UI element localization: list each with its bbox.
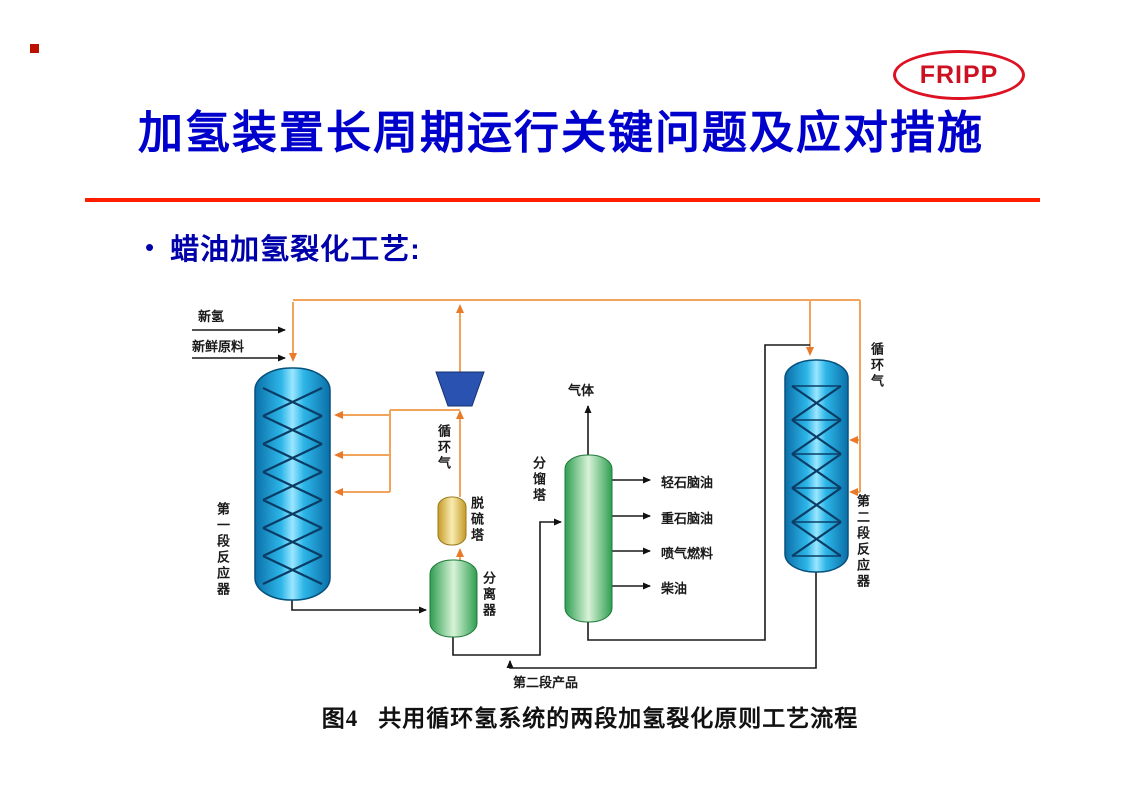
label-separator: 分离器	[481, 571, 496, 619]
corner-mark	[30, 44, 39, 53]
label-light-naphtha: 轻石脑油	[661, 475, 714, 490]
fractionator-vessel	[564, 454, 613, 623]
label-fractionator: 分馏塔	[531, 456, 546, 504]
pfd-canvas	[192, 299, 861, 669]
bullet-row: • 蜡油加氢裂化工艺:	[145, 226, 421, 268]
label-second-stage-product: 第二段产品	[513, 675, 579, 690]
label-diesel: 柴油	[661, 581, 688, 596]
process-flow-diagram: 新氢 新鲜原料 第一段反应器 循环气 脱硫塔 分离器 分馏塔 气体 轻石脑油 重…	[180, 288, 920, 698]
fripp-logo-text: FRIPP	[919, 60, 999, 89]
separator-vessel	[429, 559, 478, 638]
label-fresh-hydrogen: 新氢	[198, 309, 225, 324]
label-desulfurizer-tower: 脱硫塔	[469, 496, 484, 544]
title-divider-line	[85, 198, 1040, 202]
figure-caption: 图4 共用循环氢系统的两段加氢裂化原则工艺流程	[160, 699, 1020, 733]
label-recycle-gas-left: 循环气	[436, 424, 451, 472]
label-recycle-gas-right: 循环气	[869, 342, 884, 390]
slide-title: 加氢装置长周期运行关键问题及应对措施	[137, 107, 984, 158]
label-fresh-feed: 新鲜原料	[192, 339, 245, 354]
label-reactor-2: 第二段反应器	[855, 494, 870, 590]
bullet-text: 蜡油加氢裂化工艺:	[170, 234, 421, 266]
fripp-logo: FRIPP	[893, 50, 1025, 100]
process-lines	[192, 326, 817, 669]
label-reactor-1: 第一段反应器	[215, 502, 230, 598]
label-gas: 气体	[568, 383, 595, 398]
figure-caption-text: 共用循环氢系统的两段加氢裂化原则工艺流程	[378, 706, 859, 731]
recycle-gas-lines	[289, 299, 861, 560]
bullet-marker: •	[145, 232, 155, 262]
figure-caption-number: 图4	[321, 706, 359, 731]
recycle-compressor	[435, 371, 485, 407]
reactor-1-vessel	[254, 367, 331, 601]
label-heavy-naphtha: 重石脑油	[661, 511, 714, 526]
label-jet-fuel: 喷气燃料	[661, 546, 714, 561]
desulfurizer-vessel	[437, 496, 467, 546]
reactor-2-vessel	[784, 359, 849, 573]
